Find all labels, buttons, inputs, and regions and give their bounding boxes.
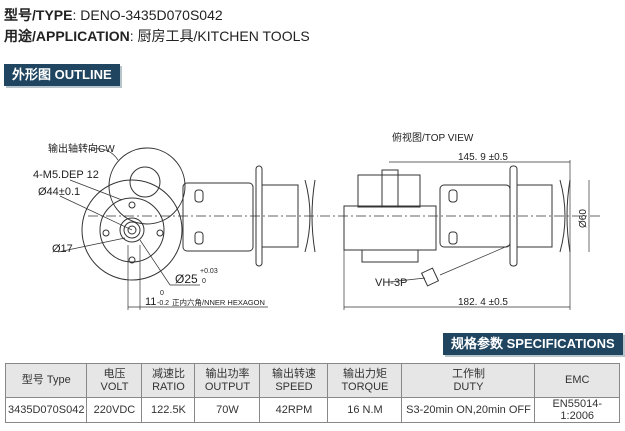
- holes-label: 4-M5.DEP 12: [33, 169, 99, 181]
- connector-label: VH-3P: [375, 277, 407, 289]
- cell-ratio: 122.5K: [141, 397, 196, 423]
- hex-label: 正内六角/NNER HEXAGON: [172, 297, 265, 307]
- cell-emc: EN55014-1:2006: [534, 397, 620, 423]
- d17-label: Ø17: [52, 243, 73, 255]
- header-type: 型号 Type: [4, 363, 88, 398]
- hex-tol-up: 0: [160, 290, 164, 297]
- cell-torque: 16 N.M: [327, 397, 403, 423]
- table-row: 3435D070S042 220VDC 122.5K 70W 42RPM 16 …: [4, 397, 620, 423]
- outline-drawing: 输出轴转向CW 4-M5.DEP 12 Ø44±0.1 Ø17 Ø25 +0.0…: [33, 131, 600, 310]
- outline-badge: 外形图 OUTLINE: [4, 64, 120, 86]
- d44-label: Ø44±0.1: [38, 186, 80, 198]
- cell-duty: S3-20min ON,20min OFF: [401, 397, 536, 423]
- cell-output: 70W: [194, 397, 261, 423]
- length-145-label: 145. 9 ±0.5: [458, 152, 508, 163]
- application-line: 用途/APPLICATION: 厨房工具/KITCHEN TOOLS: [4, 26, 310, 46]
- d25-tol-low: 0: [202, 278, 206, 285]
- front-view: [57, 147, 318, 310]
- hex-size: 11: [145, 296, 156, 308]
- specifications-badge: 规格参数 SPECIFICATIONS: [443, 333, 623, 355]
- top-view-label: 俯视图/TOP VIEW: [392, 131, 474, 144]
- rotation-label: 输出轴转向CW: [48, 142, 115, 155]
- d25-tol-up: +0.03: [200, 268, 218, 275]
- d25-label: Ø25: [175, 272, 198, 286]
- type-label: 型号/TYPE: [4, 7, 73, 23]
- application-label: 用途/APPLICATION: [4, 28, 130, 44]
- d60-label: Ø60: [578, 209, 589, 228]
- header-emc: EMC: [534, 363, 620, 398]
- length-182-label: 182. 4 ±0.5: [458, 297, 508, 308]
- cell-speed: 42RPM: [259, 397, 329, 423]
- cell-type: 3435D070S042: [4, 397, 88, 423]
- type-line: 型号/TYPE: DENO-3435D070S042: [4, 5, 223, 25]
- application-value: : 厨房工具/KITCHEN TOOLS: [129, 28, 310, 44]
- type-value: : DENO-3435D070S042: [72, 7, 223, 23]
- hex-tol-low: -0.2: [157, 300, 169, 307]
- top-view: [320, 160, 600, 310]
- cell-volt: 220VDC: [86, 397, 143, 423]
